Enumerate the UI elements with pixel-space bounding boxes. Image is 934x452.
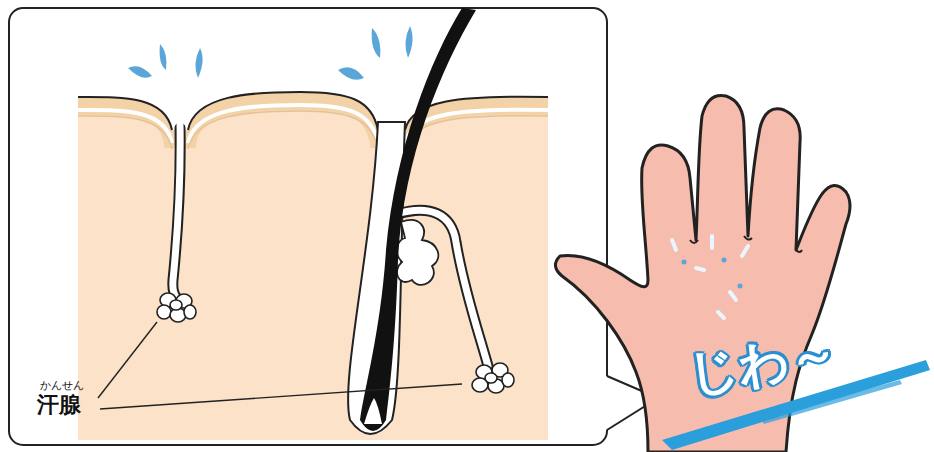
leader-line	[98, 322, 157, 398]
sweat-duct	[398, 210, 488, 366]
dermis	[78, 97, 548, 440]
skin-surface	[78, 92, 548, 130]
part-label: 汗腺	[37, 394, 81, 416]
palm-sweat	[682, 258, 743, 289]
sweat-duct	[173, 122, 180, 298]
leader-line	[100, 384, 462, 409]
hair-papilla	[364, 398, 382, 424]
sweat-gland-coil	[157, 293, 196, 322]
palm-sweat	[672, 236, 748, 318]
sweat-gland-coil	[472, 363, 514, 393]
sweat-droplet	[128, 26, 413, 80]
sebaceous-gland	[397, 220, 439, 285]
sweat-duct	[396, 210, 488, 366]
hair-shaft	[360, 8, 476, 431]
air	[78, 60, 548, 130]
ruby-reading: かんせん	[40, 380, 84, 391]
callout-frame	[9, 8, 607, 445]
epidermis-line	[78, 111, 548, 149]
brush-streak	[760, 380, 902, 424]
